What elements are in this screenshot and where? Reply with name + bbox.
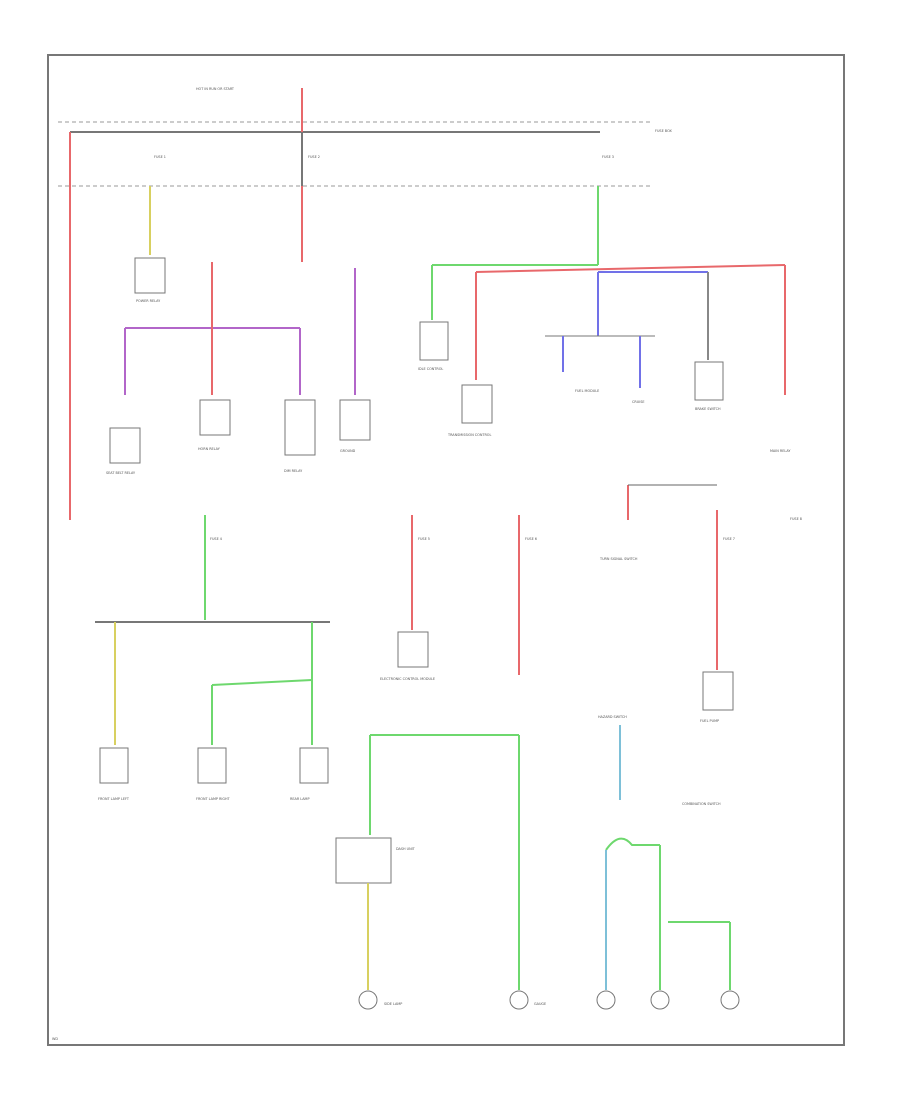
- lamp-bulb-1: [596, 990, 616, 1010]
- seat-belt-label: SEAT BELT RELAY: [106, 471, 136, 475]
- dash-unit-box: [335, 837, 392, 884]
- fuse-e-label: FUSE 5: [418, 537, 430, 541]
- power-relay-label: POWER RELAY: [136, 299, 161, 303]
- fuse-box-label: FUSE BOX: [655, 129, 673, 133]
- ground-label: GROUND: [340, 449, 356, 453]
- hazard-label: HAZARD SWITCH: [598, 715, 627, 719]
- brake-switch-label: BRAKE SWITCH: [695, 407, 721, 411]
- cruise-label: CRUISE: [632, 400, 645, 404]
- side-lamp-label: SIDE LAMP: [384, 1002, 402, 1006]
- lamp-bulb-2: [650, 990, 670, 1010]
- front-lamp-left-label: FRONT LAMP LEFT: [98, 797, 130, 801]
- footer-label: WD: [52, 1037, 58, 1041]
- horn-relay-box: [199, 399, 231, 436]
- gauge-label: GAUGE: [534, 1002, 546, 1006]
- fuel-pump-label: FUEL PUMP: [700, 719, 719, 723]
- front-lamp-right-box: [197, 747, 227, 784]
- fuse-g-label: FUSE 7: [723, 537, 735, 541]
- side-lamp-left-bulb: [358, 990, 378, 1010]
- front-lamp-right-label: FRONT LAMP RIGHT: [196, 797, 231, 801]
- ground-box: [339, 399, 371, 441]
- trans-control-box: [461, 384, 493, 424]
- seat-belt-box: [109, 427, 141, 464]
- trans-control-label: TRANSMISSION CONTROL: [447, 433, 491, 437]
- rear-lamp-label: REAR LAMP: [290, 797, 310, 801]
- fuse-f-label: FUSE 6: [525, 537, 537, 541]
- brake-switch-box: [694, 361, 724, 401]
- lamp-bulb-3: [720, 990, 740, 1010]
- fuse-d-label: FUSE 4: [210, 537, 222, 541]
- idle-control-box: [419, 321, 449, 361]
- main-relay-label: MAIN RELAY: [770, 449, 791, 453]
- dim-relay-box: [284, 399, 316, 456]
- combination-label: COMBINATION SWITCH: [682, 802, 721, 806]
- fuse-b-label: FUSE 2: [308, 155, 320, 159]
- fuse-a-label: FUSE 1: [154, 155, 166, 159]
- diagram-frame: [47, 54, 845, 1046]
- rear-lamp-box: [299, 747, 329, 784]
- dash-unit-label: DASH UNIT: [396, 847, 416, 851]
- dim-relay-label: DIM RELAY: [284, 469, 303, 473]
- fuel-pump-box: [702, 671, 734, 711]
- front-lamp-left-box: [99, 747, 129, 784]
- fuse-h-label: FUSE 8: [790, 517, 802, 521]
- side-lamp-mid-bulb: [509, 990, 529, 1010]
- mid-cross: [211, 679, 313, 686]
- combination-loop: [605, 837, 660, 851]
- fuse-c-label: FUSE 3: [602, 155, 614, 159]
- turn-signal-label: TURN SIGNAL SWITCH: [599, 557, 638, 561]
- electronic-module-box: [397, 631, 429, 668]
- top-source-label: HOT IN RUN OR START: [196, 87, 235, 91]
- electronic-module-label: ELECTRONIC CONTROL MODULE: [380, 677, 435, 681]
- fuel-module-label: FUEL MODULE: [575, 389, 599, 393]
- idle-control-label: IDLE CONTROL: [418, 367, 443, 371]
- horn-relay-label: HORN RELAY: [198, 447, 221, 451]
- red-bus-right: [475, 264, 786, 273]
- power-relay-box: [134, 257, 166, 294]
